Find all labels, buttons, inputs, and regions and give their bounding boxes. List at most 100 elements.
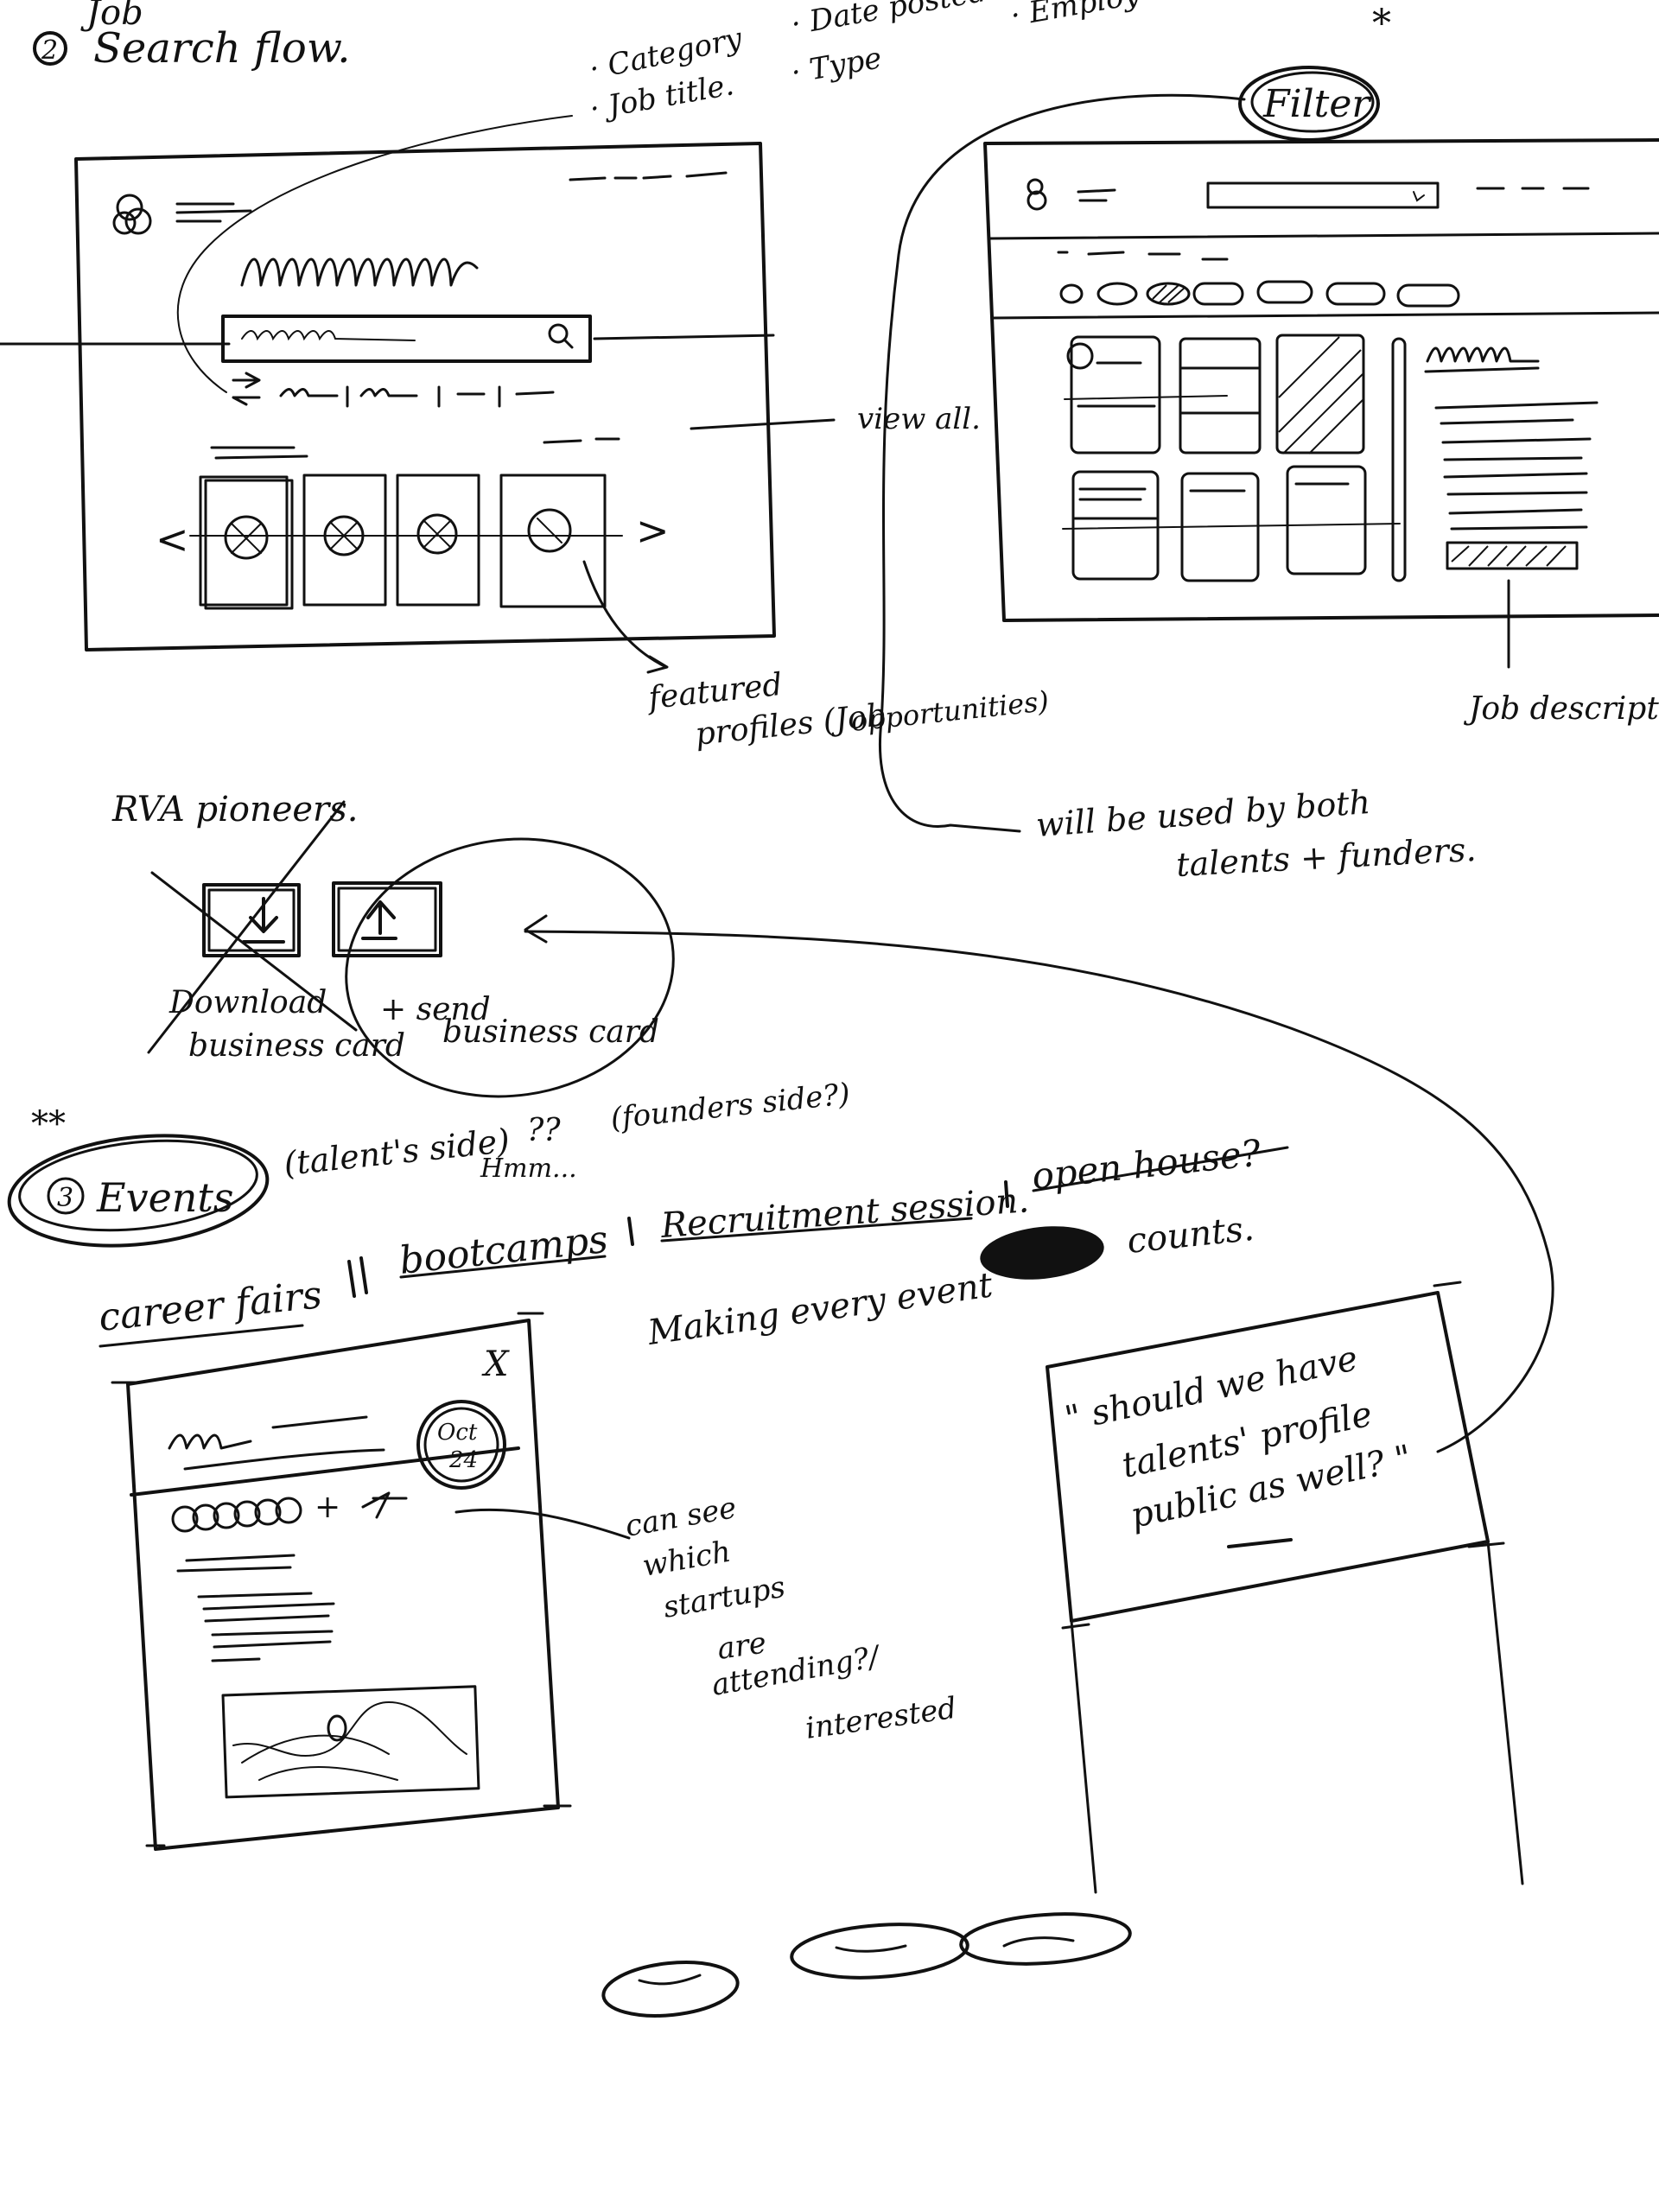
download-label-2: business card	[188, 1028, 405, 1064]
search-icon[interactable]	[1413, 191, 1425, 202]
filter-connector	[879, 93, 1246, 833]
attendee-avatars[interactable]	[171, 1497, 302, 1533]
filter-pill[interactable]	[1325, 282, 1386, 306]
download-card-button[interactable]	[202, 883, 301, 957]
featured-card[interactable]	[499, 474, 607, 608]
breadcrumb	[1057, 251, 1229, 261]
can-see-2: which	[640, 1535, 734, 1584]
search-bar[interactable]	[221, 315, 592, 363]
hmm: Hmm...	[480, 1154, 577, 1184]
featured-card[interactable]	[396, 474, 480, 607]
heading-job: Job	[80, 0, 143, 33]
event-separator	[347, 1256, 368, 1298]
attendee-arrow	[361, 1491, 408, 1519]
pagination-ovals	[601, 1909, 1132, 2022]
avatar	[416, 513, 458, 555]
filter-circle	[1238, 66, 1380, 142]
result-card[interactable]	[1070, 335, 1161, 454]
search-icon[interactable]	[548, 323, 574, 349]
can-see-3: startups	[661, 1570, 788, 1625]
send-card-highlight	[345, 837, 675, 1098]
pagination-dot[interactable]	[601, 1956, 740, 2022]
result-card[interactable]	[1286, 465, 1367, 575]
menu-icon	[175, 202, 252, 223]
add-attendee-plus[interactable]: +	[315, 1490, 340, 1525]
event-title-scribble	[168, 1415, 368, 1450]
job-text-lines	[1434, 401, 1599, 531]
featured-arrowhead	[646, 655, 669, 674]
frame-corners	[111, 1312, 572, 1847]
result-card[interactable]	[1179, 337, 1262, 454]
pagination-dot[interactable]	[959, 1909, 1132, 1969]
send-label-1: + send	[380, 992, 491, 1027]
logo-icon	[112, 194, 152, 235]
modal-divider	[130, 1446, 520, 1497]
phone-frame-sides	[1070, 1540, 1524, 1894]
can-see-6: interested	[804, 1691, 959, 1746]
featured-arrow	[582, 560, 668, 669]
note-employ: · Employ	[1008, 0, 1143, 34]
company-logo	[1066, 342, 1094, 370]
section-title	[210, 446, 308, 460]
event-modal-wireframe: X Oct 24 +	[111, 1312, 572, 1851]
used-by-line-2: talents + funders.	[1175, 830, 1477, 884]
filter-pills[interactable]	[1059, 280, 1460, 308]
featured-cards	[189, 474, 623, 610]
filter-pill[interactable]	[1096, 282, 1138, 306]
nav-links	[569, 171, 728, 181]
talents-side: (talent's side)	[282, 1122, 512, 1183]
filter-pill[interactable]	[1256, 280, 1313, 304]
avatar	[224, 515, 269, 560]
note-type: · Type	[789, 41, 885, 91]
filter-frame	[983, 138, 1659, 622]
result-card[interactable]	[1275, 334, 1365, 454]
upload-icon	[361, 900, 397, 940]
carousel-prev[interactable]: <	[156, 516, 189, 563]
download-label-1: Download	[168, 985, 327, 1020]
filter-pill[interactable]	[1192, 282, 1244, 306]
event-map[interactable]	[221, 1685, 480, 1799]
results-scrollbar[interactable]	[1391, 337, 1407, 582]
featured-line-1: featured	[645, 667, 785, 716]
featured-card[interactable]	[302, 474, 387, 607]
events-title: Events	[96, 1174, 234, 1221]
search-bar[interactable]	[1206, 181, 1440, 209]
filter-pill[interactable]	[1396, 283, 1460, 308]
question-marks: ??	[527, 1113, 561, 1148]
landing-frame	[74, 142, 776, 652]
apply-button[interactable]	[1446, 541, 1579, 570]
send-card-button[interactable]	[332, 881, 442, 957]
featured-card[interactable]	[199, 475, 289, 607]
used-by-line-1: will be used by both	[1035, 783, 1372, 844]
event-date-badge: Oct 24	[416, 1400, 506, 1490]
quote-box: " should we have talents' profile public…	[1046, 1281, 1524, 1894]
filter-chips[interactable]	[279, 385, 555, 408]
map-roads	[232, 1700, 467, 1781]
counts: counts.	[1125, 1209, 1255, 1262]
can-see-4: are	[715, 1625, 769, 1666]
event-description	[176, 1554, 335, 1662]
event-underlines	[99, 1146, 1289, 1348]
date-day: 24	[448, 1447, 478, 1473]
step-number-circle	[47, 1177, 85, 1215]
view-all-link[interactable]	[543, 437, 620, 444]
filter-pill-selected[interactable]	[1146, 282, 1191, 306]
swap-icon[interactable]	[232, 372, 261, 406]
result-card[interactable]	[1071, 470, 1160, 581]
quote-to-send-connector	[524, 930, 1554, 1453]
pagination-dot[interactable]	[790, 1919, 969, 1983]
heading-title: Search flow.	[93, 24, 350, 73]
search-input[interactable]	[241, 330, 416, 341]
modal-close-icon[interactable]: X	[481, 1344, 510, 1384]
result-cards	[1062, 334, 1401, 582]
filter-pill[interactable]	[1059, 283, 1084, 304]
job-description-label: Job descript	[1463, 691, 1659, 727]
scribble-out	[980, 1226, 1104, 1280]
search-flow-heading: Job 2 Search flow.	[33, 0, 350, 73]
connector-arrowhead	[524, 914, 548, 944]
quote-frame	[1046, 1291, 1490, 1623]
search-to-notes-connector	[176, 115, 573, 393]
download-cross-out	[147, 800, 358, 1054]
carousel-next[interactable]: >	[636, 507, 670, 554]
